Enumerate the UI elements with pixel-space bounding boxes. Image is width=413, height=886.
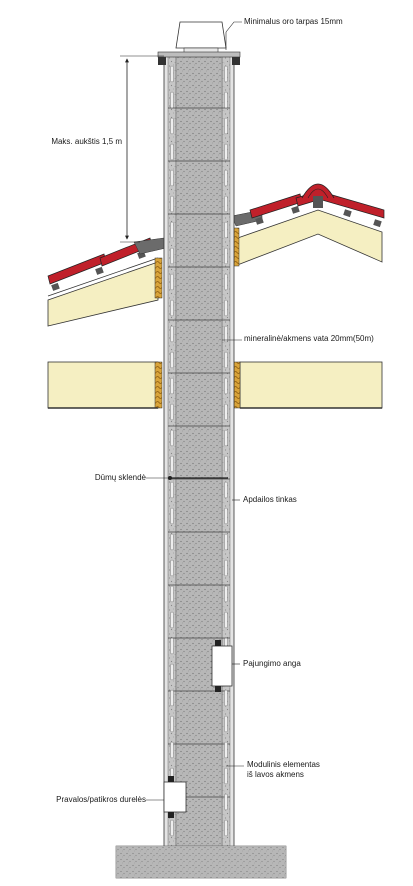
block-cavity: [224, 793, 228, 811]
block-cavity: [224, 819, 228, 837]
floor-slab-right: [239, 361, 383, 409]
block-cavity: [224, 273, 228, 291]
block-cavity: [170, 455, 174, 473]
block-cavity: [224, 507, 228, 525]
block-cavity: [224, 143, 228, 161]
block-cavity: [224, 559, 228, 577]
block-cavity: [170, 117, 174, 135]
block-cavity: [224, 221, 228, 239]
block-cavity: [224, 533, 228, 551]
block-cavity: [170, 351, 174, 369]
block-cavity: [224, 741, 228, 759]
left-flashing: [133, 237, 167, 255]
block-cavity: [170, 377, 174, 395]
block-cavity: [224, 247, 228, 265]
block-cavity: [170, 741, 174, 759]
cleaning-door-label: Pravalos/patikros durelės: [56, 795, 146, 804]
finish-plaster-label: Apdailos tinkas: [243, 495, 297, 504]
block-cavity: [170, 91, 174, 109]
block-cavity: [224, 715, 228, 733]
block-cavity: [170, 299, 174, 317]
block-cavity: [170, 585, 174, 603]
block-cavity: [224, 65, 228, 83]
block-joints: [168, 65, 230, 837]
floor-wool-left: [154, 361, 163, 409]
block-cavity: [170, 325, 174, 343]
smoke-damper-label: Dūmų sklendė: [94, 473, 146, 482]
left-roof: [47, 237, 167, 327]
left-roof-batten-line: [47, 257, 159, 297]
block-cavity: [224, 325, 228, 343]
block-cavity: [170, 507, 174, 525]
block-cavity: [170, 533, 174, 551]
block-cavity: [170, 689, 174, 707]
chimney-cap: [157, 21, 241, 65]
block-cavity: [224, 299, 228, 317]
block-cavity: [170, 611, 174, 629]
block-cavity: [224, 585, 228, 603]
mineral-wool-label: mineralinė/akmens vata 20mm(50m): [244, 334, 374, 343]
left-wool-strip: [154, 257, 163, 299]
floor-slab-left: [47, 361, 159, 409]
block-cavity: [170, 65, 174, 83]
min-air-gap-label: Minimalus oro tarpas 15mm: [244, 17, 343, 26]
floor-slab: [47, 361, 383, 409]
block-cavity: [224, 689, 228, 707]
block-cavity: [170, 195, 174, 213]
block-cavity: [170, 221, 174, 239]
smoke-damper[interactable]: [168, 476, 228, 480]
connection-opening[interactable]: [211, 640, 233, 692]
block-cavity: [224, 91, 228, 109]
block-cavity: [170, 637, 174, 655]
block-cavity: [170, 169, 174, 187]
block-cavity: [170, 715, 174, 733]
block-cavity: [224, 455, 228, 473]
ridge-cap: [301, 183, 335, 208]
block-cavity: [224, 611, 228, 629]
block-cavity: [170, 429, 174, 447]
left-roof-insulation: [47, 261, 159, 327]
connection-opening-label: Pajungimo anga: [243, 659, 301, 668]
max-height-label: Maks. aukštis 1,5 m: [51, 137, 122, 146]
block-cavity: [224, 195, 228, 213]
block-cavity: [170, 403, 174, 421]
block-cavity: [224, 403, 228, 421]
block-cavity: [224, 767, 228, 785]
block-cavity: [224, 481, 228, 499]
block-cavity: [170, 819, 174, 837]
block-cavity: [170, 663, 174, 681]
chimney: [157, 21, 241, 849]
modular-element-label-line2: iš lavos akmens: [247, 770, 304, 779]
chimney-core: [175, 55, 223, 849]
cleaning-door[interactable]: [163, 776, 187, 818]
block-cavity: [224, 169, 228, 187]
block-cavity: [224, 429, 228, 447]
block-cavity: [170, 247, 174, 265]
foundation: [115, 845, 287, 879]
block-cavity: [224, 377, 228, 395]
block-cavity: [170, 273, 174, 291]
block-cavity: [170, 481, 174, 499]
block-cavity: [224, 117, 228, 135]
block-cavity: [170, 143, 174, 161]
max-height-dimension: [120, 55, 164, 243]
modular-element-label-line1: Modulinis elementas: [247, 760, 320, 769]
right-roof: [231, 183, 385, 267]
leader-lines: [146, 21, 244, 801]
block-cavity: [224, 351, 228, 369]
block-cavity: [170, 559, 174, 577]
